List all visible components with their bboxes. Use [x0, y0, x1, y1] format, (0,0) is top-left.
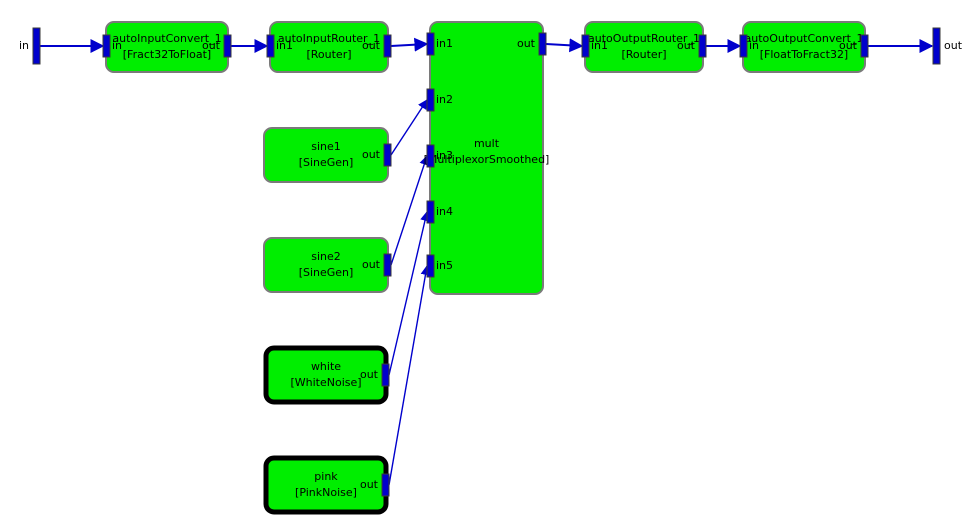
input-port-label: in4 — [436, 205, 453, 218]
output-port-out[interactable] — [860, 34, 869, 58]
block-type: [PinkNoise] — [295, 486, 357, 499]
block-type: [MultiplexorSmoothed] — [424, 153, 550, 166]
block-autoInputRouter_1[interactable]: autoInputRouter_1 [Router] in1 out — [266, 21, 392, 73]
input-port-in1[interactable] — [426, 32, 435, 56]
block-name: sine1 — [311, 140, 341, 153]
input-port-label: in1 — [436, 37, 453, 50]
input-port-label: in — [749, 39, 759, 52]
input-port-in1[interactable] — [581, 34, 590, 58]
wire-segment — [390, 37, 429, 52]
block-type: [Router] — [621, 48, 666, 61]
block-name: pink — [314, 470, 338, 483]
block-name: mult — [474, 137, 500, 150]
block-name: autoOutputRouter_1 — [588, 32, 700, 45]
block-mult[interactable]: mult [MultiplexorSmoothed] in1 in2 in3 in4 in5… — [424, 21, 550, 295]
terminal-label: in — [19, 39, 29, 52]
output-port-label: out — [362, 39, 381, 52]
output-port-out[interactable] — [381, 363, 390, 387]
block-type: [SineGen] — [299, 266, 354, 279]
input-port-in3[interactable] — [426, 144, 435, 168]
input-port-label: in3 — [436, 149, 453, 162]
output-port-out[interactable] — [383, 143, 392, 167]
block-type: [Fract32ToFloat] — [123, 48, 211, 61]
conn-router-to-mult[interactable] — [390, 37, 429, 52]
input-port-label: in2 — [436, 93, 453, 106]
wire-segment — [388, 265, 431, 486]
output-port-label: out — [362, 258, 381, 271]
wire-segment — [545, 38, 584, 53]
input-port-label: in5 — [436, 259, 453, 272]
terminal-in[interactable]: in — [19, 27, 41, 65]
conn-sine1-to-mult-in2[interactable] — [390, 99, 428, 156]
input-port-label: in1 — [591, 39, 608, 52]
block-name: autoOutputConvert_1 — [745, 32, 864, 45]
input-port-in1[interactable] — [266, 34, 275, 58]
output-port-label: out — [677, 39, 696, 52]
block-name: sine2 — [311, 250, 341, 263]
terminal-bar[interactable] — [932, 27, 941, 65]
block-pink[interactable]: pink [PinkNoise]out — [263, 455, 390, 515]
block-type: [FloatToFract32] — [760, 48, 848, 61]
block-autoOutputConvert_1[interactable]: autoOutputConvert_1 [FloatToFract32]in out — [739, 21, 869, 73]
terminal-out[interactable]: out — [932, 27, 963, 65]
terminal-bar[interactable] — [32, 27, 41, 65]
output-port-label: out — [517, 37, 536, 50]
terminal-layer: in out — [19, 27, 963, 65]
block-white[interactable]: white [WhiteNoise]out — [263, 345, 390, 405]
output-port-label: out — [360, 368, 379, 381]
conn-mult-to-outrouter[interactable] — [545, 38, 584, 53]
wire-segment — [388, 211, 430, 376]
conn-white-to-mult-in4[interactable] — [388, 211, 430, 376]
output-port-out[interactable] — [698, 34, 707, 58]
input-port-label: in — [112, 39, 122, 52]
block-name: autoInputConvert_1 — [112, 32, 221, 45]
conn-sine2-to-mult-in3[interactable] — [390, 155, 429, 266]
conn-pink-to-mult-in5[interactable] — [388, 265, 431, 486]
input-port-in[interactable] — [739, 34, 748, 58]
block-sine1[interactable]: sine1 [SineGen] out — [263, 127, 392, 183]
output-port-label: out — [202, 39, 221, 52]
terminal-label: out — [944, 39, 963, 52]
input-port-in2[interactable] — [426, 88, 435, 112]
output-port-label: out — [839, 39, 858, 52]
block-sine2[interactable]: sine2 [SineGen] out — [263, 237, 392, 293]
input-port-in4[interactable] — [426, 200, 435, 224]
input-port-label: in1 — [276, 39, 293, 52]
output-port-out[interactable] — [538, 32, 547, 56]
block-name: white — [311, 360, 341, 373]
input-port-in[interactable] — [102, 34, 111, 58]
block-autoInputConvert_1[interactable]: autoInputConvert_1 [Fract32ToFloat]in out — [102, 21, 232, 73]
wire-layer — [40, 37, 934, 486]
block-type: [WhiteNoise] — [290, 376, 361, 389]
block-type: [Router] — [306, 48, 351, 61]
output-port-out[interactable] — [383, 253, 392, 277]
input-port-in5[interactable] — [426, 254, 435, 278]
wire-segment — [390, 99, 428, 156]
wire-segment — [390, 155, 429, 266]
output-port-out[interactable] — [381, 473, 390, 497]
output-port-label: out — [362, 148, 381, 161]
output-port-out[interactable] — [383, 34, 392, 58]
output-port-label: out — [360, 478, 379, 491]
block-name: autoInputRouter_1 — [278, 32, 380, 45]
block-type: [SineGen] — [299, 156, 354, 169]
output-port-out[interactable] — [223, 34, 232, 58]
block-autoOutputRouter_1[interactable]: autoOutputRouter_1 [Router] in1 out — [581, 21, 707, 73]
